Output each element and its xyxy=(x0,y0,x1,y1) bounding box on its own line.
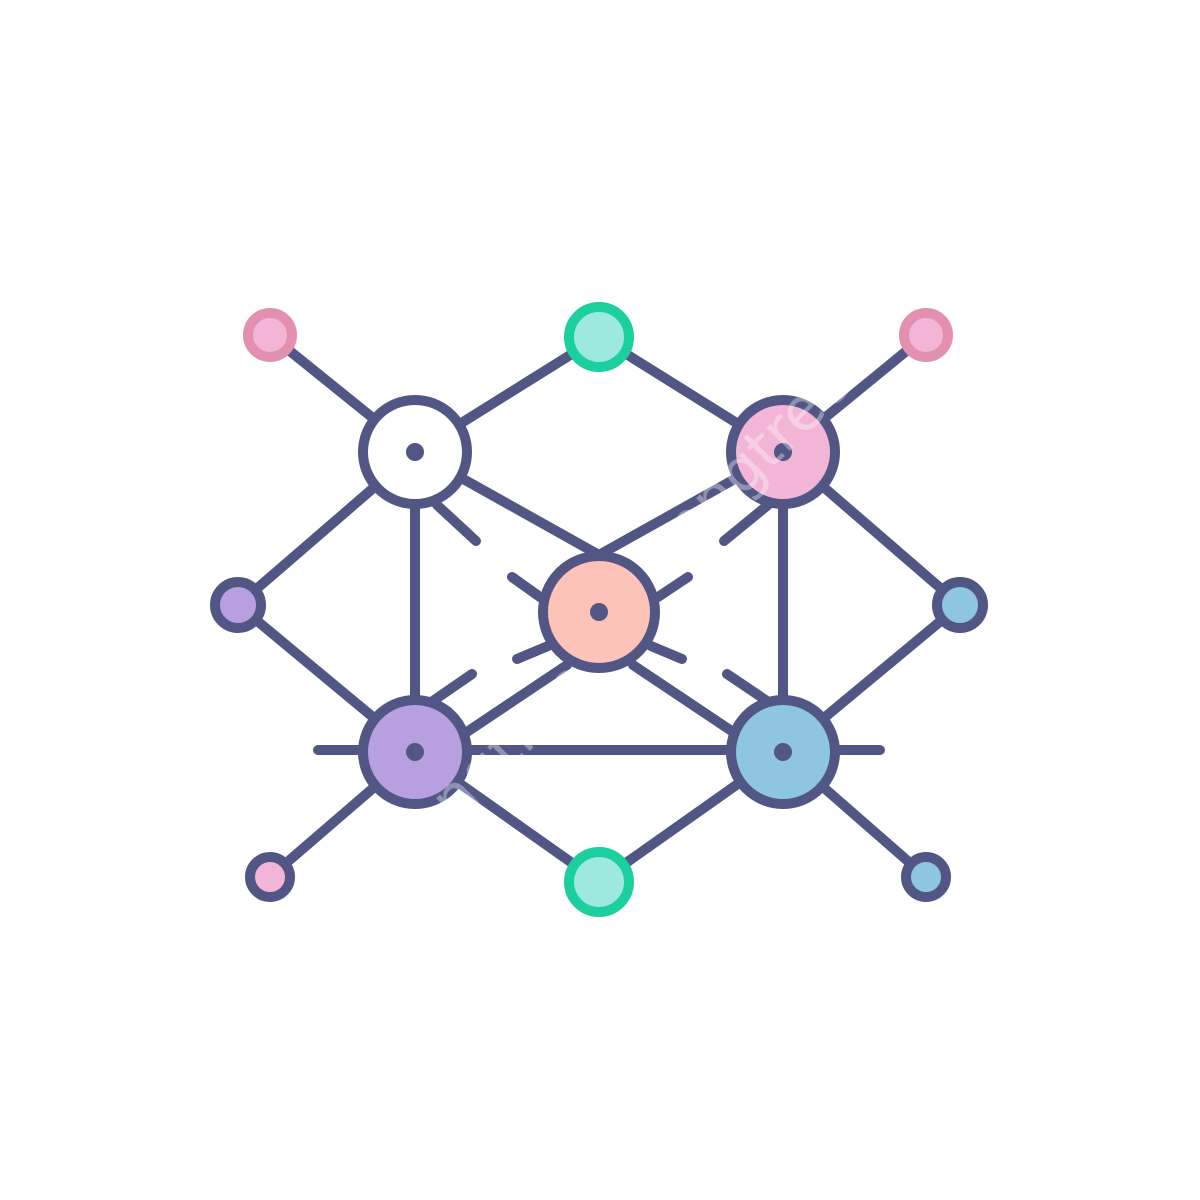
node-center-dot xyxy=(590,603,608,621)
node-teal xyxy=(564,847,634,917)
node-teal xyxy=(564,302,634,372)
edge xyxy=(512,641,553,664)
node-pink-small xyxy=(245,852,295,902)
node-center-dot xyxy=(774,443,792,461)
node-blue-small xyxy=(901,852,951,902)
edge xyxy=(432,500,481,546)
edge xyxy=(425,669,477,708)
node-pink-small xyxy=(899,308,953,362)
edge xyxy=(653,572,693,602)
node-blue-small xyxy=(932,577,988,633)
edge xyxy=(507,572,545,602)
edge xyxy=(722,669,775,708)
node-center-dot xyxy=(406,743,424,761)
node-center-dot xyxy=(406,443,424,461)
nodes xyxy=(210,302,988,917)
edge xyxy=(719,500,773,546)
node-pink-small xyxy=(243,308,297,362)
node-purple-small xyxy=(210,577,266,633)
edge xyxy=(646,641,687,664)
node-center-dot xyxy=(774,743,792,761)
